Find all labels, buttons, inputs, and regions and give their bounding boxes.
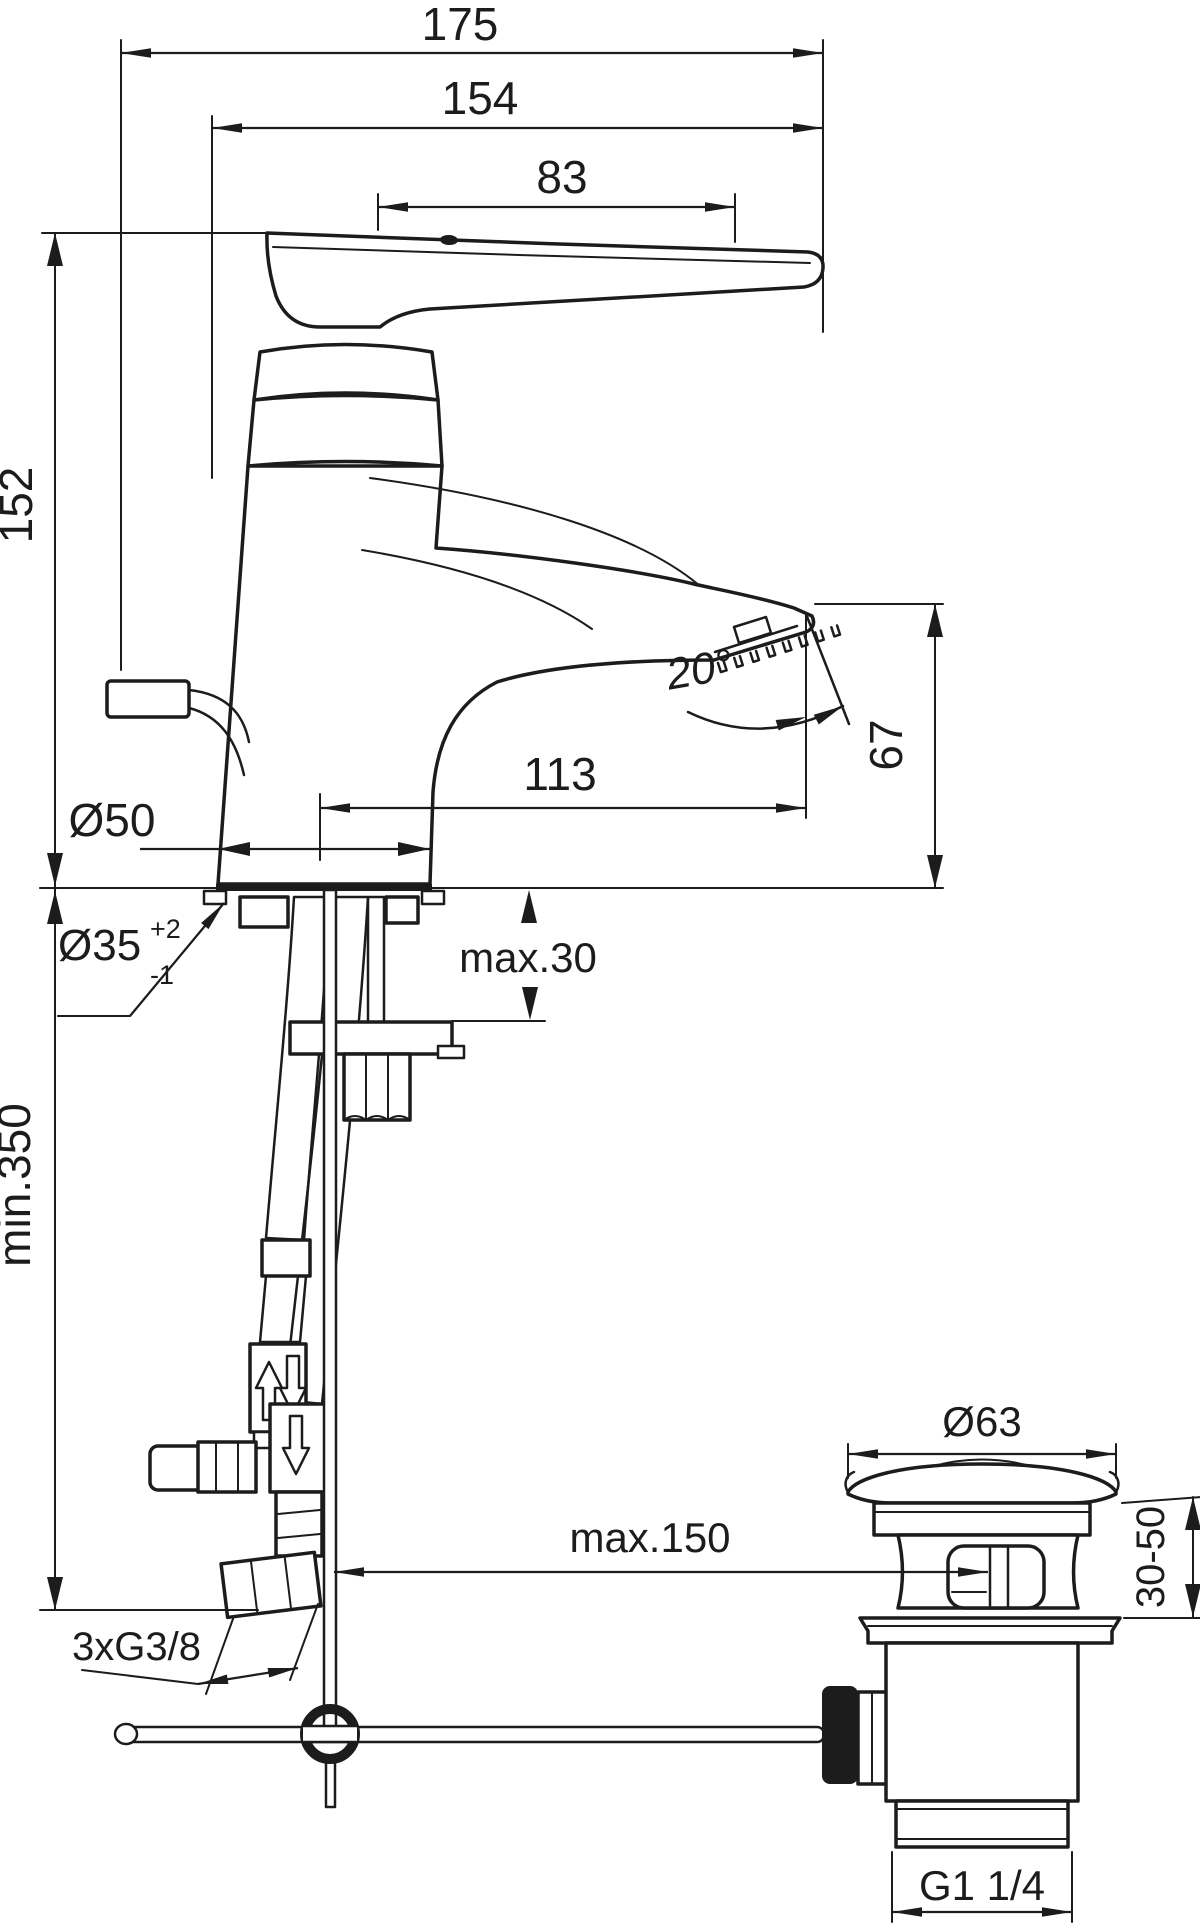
dimension-lines xyxy=(57,48,1116,1917)
base-nut-right xyxy=(384,895,420,925)
flow-arrow-down-icon xyxy=(278,1354,308,1416)
vertical-dim-arrows xyxy=(47,233,1200,1617)
hose-braid-left-lower xyxy=(258,1274,308,1344)
rod-pivot-joint xyxy=(300,1704,360,1764)
label-clamp-range: 30-50 xyxy=(1129,1506,1173,1608)
waste-window xyxy=(946,1544,1046,1610)
lever-top-line xyxy=(272,246,811,264)
aerator xyxy=(713,615,842,674)
rod-seal-ring xyxy=(822,1686,858,1784)
mounting-bracket xyxy=(288,1020,454,1056)
base-nut-left xyxy=(238,895,290,929)
label-supply-thread: 3xG3/8 xyxy=(72,1625,201,1669)
label-hose-length: min.350 xyxy=(0,1103,40,1267)
waste-tailpiece xyxy=(894,1799,1070,1849)
label-spout-reach: 113 xyxy=(523,748,596,800)
lever-dot xyxy=(440,234,458,246)
label-waste-thread: G1 1/4 xyxy=(919,1862,1045,1909)
outlet-angle-construction xyxy=(686,612,851,819)
dimension-labels: 175 154 83 152 113 67 20° Ø50 Ø35 +2 -1 … xyxy=(0,0,1173,1909)
label-deck-thickness: max.30 xyxy=(459,934,597,981)
label-outlet-angle: 20° xyxy=(661,640,736,700)
label-hole-diameter: Ø35 xyxy=(58,921,141,970)
faucet-body xyxy=(105,231,842,906)
label-height: 152 xyxy=(0,467,42,544)
label-plug-diameter: Ø63 xyxy=(942,1398,1021,1445)
waste-upper-flange xyxy=(872,1501,1092,1537)
label-base-diameter: Ø50 xyxy=(69,794,156,846)
waste-lower-body xyxy=(884,1641,1080,1803)
label-total-width: 175 xyxy=(422,0,499,50)
hose-joint-left xyxy=(260,1238,312,1278)
reference-lines xyxy=(39,232,944,889)
popup-horizontal-rod xyxy=(118,1725,826,1744)
hose-hex-left xyxy=(196,1440,258,1494)
label-rod-reach: max.150 xyxy=(569,1514,730,1561)
lever-handle xyxy=(265,231,825,329)
label-hole-tol-minus: -1 xyxy=(150,960,174,990)
hose-hex-right xyxy=(219,1550,323,1620)
hose-elbow-left xyxy=(148,1444,206,1492)
angle-arc-arrow xyxy=(775,717,806,731)
base-plate xyxy=(202,884,446,906)
mounting-hardware xyxy=(238,895,466,1122)
rod-lower-stub xyxy=(324,1755,337,1809)
flow-arrow-down-icon xyxy=(281,1414,311,1476)
spout-blend-line-1 xyxy=(369,477,701,587)
body-collar xyxy=(246,393,444,468)
body-and-spout xyxy=(216,464,816,886)
label-handle-length: 83 xyxy=(536,151,587,203)
popup-vertical-rod xyxy=(322,888,338,1737)
angle-arc-arrow xyxy=(813,706,843,725)
label-outlet-height: 67 xyxy=(860,719,912,770)
handle-cap xyxy=(252,342,440,402)
faucet-fixture xyxy=(105,231,1122,1849)
spout-blend-line-2 xyxy=(361,549,593,630)
rod-end-cap xyxy=(113,1722,139,1746)
label-body-width: 154 xyxy=(442,72,519,124)
label-hole-tol-plus: +2 xyxy=(150,914,181,944)
mounting-hex-nut xyxy=(342,1052,412,1122)
popup-rod-assembly xyxy=(113,888,826,1809)
side-knob xyxy=(105,679,251,777)
hose-tube-right xyxy=(274,1490,324,1558)
bracket-tab xyxy=(436,1044,466,1060)
waste-lower-flange xyxy=(858,1616,1122,1645)
